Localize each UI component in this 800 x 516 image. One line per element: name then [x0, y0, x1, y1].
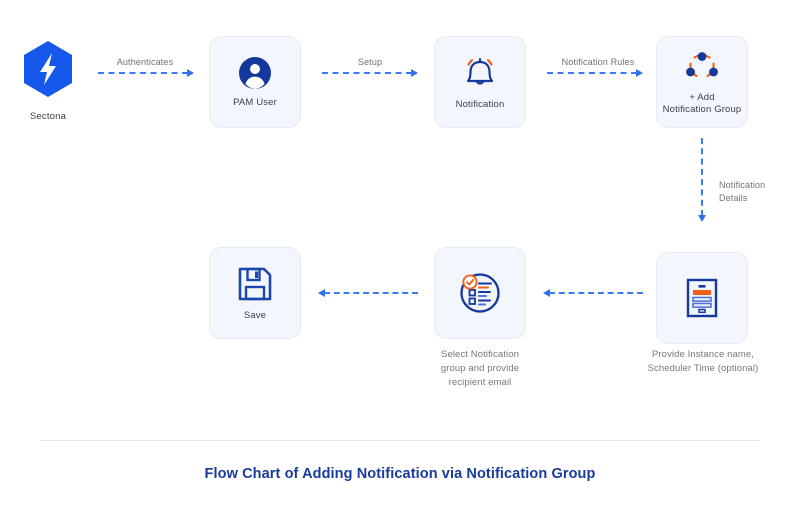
node-notification[interactable]: Notification — [434, 36, 526, 128]
arrow-notification-rules — [547, 66, 643, 80]
arrow-select-to-save — [318, 286, 418, 300]
node-save[interactable]: Save — [209, 247, 301, 339]
checklist-circle-icon — [458, 271, 502, 315]
arrow-authenticates — [98, 66, 194, 80]
arrow-line — [549, 292, 643, 294]
arrow-setup — [322, 66, 418, 80]
arrow-head-right-icon — [411, 69, 418, 77]
arrow-notification-details — [695, 138, 709, 222]
node-add-notification-group[interactable]: + Add Notification Group — [656, 36, 748, 128]
group-nodes-icon — [682, 49, 722, 85]
node-notification-label: Notification — [455, 98, 505, 110]
arrow-head-right-icon — [187, 69, 194, 77]
arrow-label-notification-rules: Notification Rules — [561, 57, 635, 67]
node-provide-instance[interactable] — [656, 252, 748, 344]
node-provide-instance-label: Provide Instance name, Scheduler Time (o… — [647, 349, 759, 374]
sectona-label: Sectona — [29, 111, 67, 122]
arrow-head-left-icon — [543, 289, 550, 297]
arrow-head-down-icon — [698, 215, 706, 222]
node-sectona: Sectona — [22, 40, 74, 122]
arrow-label-authenticates: Authenticates — [116, 57, 174, 67]
arrow-line — [701, 138, 703, 216]
arrow-line — [547, 72, 637, 74]
arrow-line — [322, 72, 412, 74]
footer-divider — [40, 440, 760, 441]
arrow-line — [324, 292, 418, 294]
node-save-label: Save — [243, 309, 267, 321]
node-select-notification-group[interactable] — [434, 247, 526, 339]
node-pam-user[interactable]: PAM User — [209, 36, 301, 128]
arrow-instance-to-select — [543, 286, 643, 300]
user-avatar-icon — [238, 56, 272, 90]
node-pam-user-label: PAM User — [233, 96, 277, 108]
arrow-head-right-icon — [636, 69, 643, 77]
arrow-label-notification-details: Notification Details — [719, 180, 766, 203]
floppy-disk-save-icon — [236, 265, 274, 303]
bell-icon — [460, 54, 500, 92]
page-title: Flow Chart of Adding Notification via No… — [204, 466, 596, 482]
node-add-notification-group-label: + Add Notification Group — [662, 91, 742, 115]
arrow-label-setup: Setup — [357, 57, 383, 67]
arrow-line — [98, 72, 188, 74]
form-document-icon — [685, 277, 719, 319]
sectona-hexagon-bolt-icon — [22, 40, 74, 103]
node-select-notification-group-label: Select Notification group and provide re… — [440, 349, 520, 388]
arrow-head-left-icon — [318, 289, 325, 297]
